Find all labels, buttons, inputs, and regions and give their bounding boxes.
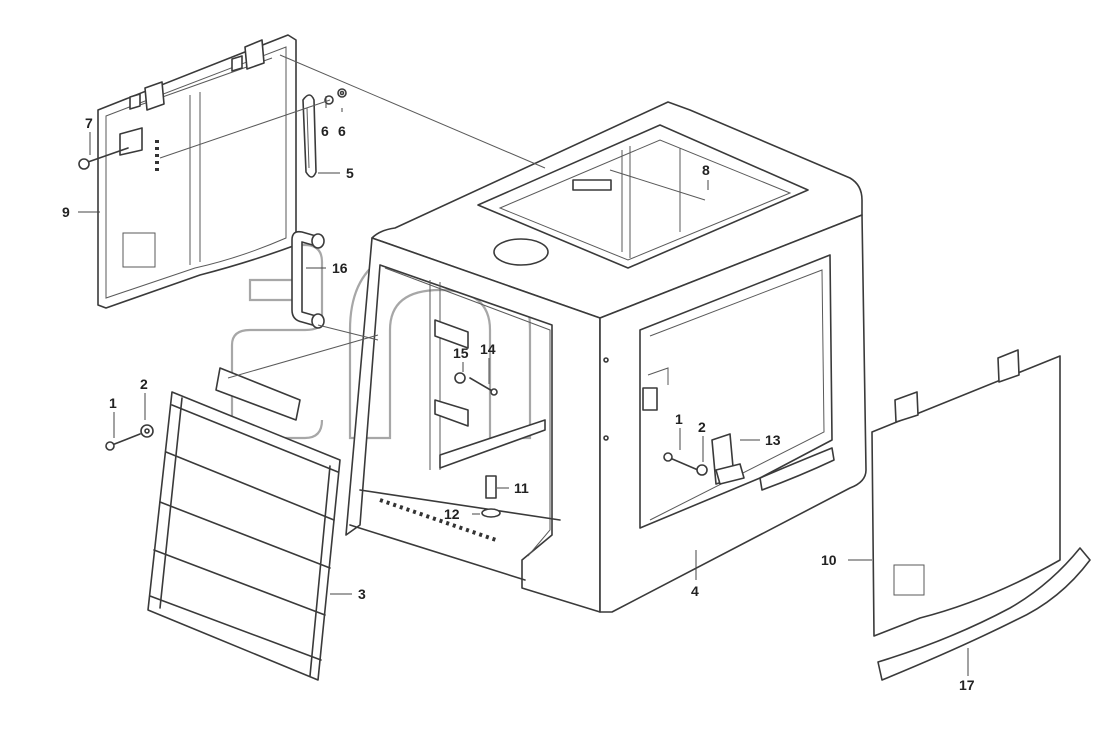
part-5-strap xyxy=(302,88,347,178)
callout-4: 4 xyxy=(691,583,699,599)
callout-11: 11 xyxy=(514,480,529,496)
part-11-12-bolt xyxy=(379,475,501,542)
part-17-strip xyxy=(877,547,1091,681)
callout-12: 12 xyxy=(444,506,460,522)
callout-6-right: 6 xyxy=(338,123,346,139)
callout-labels: 7 9 6 6 5 16 1 2 3 8 11 12 15 14 1 2 13 … xyxy=(62,115,975,693)
callout-17: 17 xyxy=(959,677,975,693)
part-14-15-bolt xyxy=(454,372,498,396)
part-3-grille-door xyxy=(105,367,341,681)
callout-7: 7 xyxy=(85,115,93,131)
callout-3: 3 xyxy=(358,586,366,602)
callout-2-right: 2 xyxy=(698,419,706,435)
callout-9: 9 xyxy=(62,204,70,220)
part-10-right-flap xyxy=(871,349,1061,637)
callout-6-left: 6 xyxy=(321,123,329,139)
callout-10: 10 xyxy=(821,552,837,568)
callout-15: 15 xyxy=(453,345,469,361)
callout-8: 8 xyxy=(702,162,710,178)
callout-1-right: 1 xyxy=(675,411,683,427)
alignment-lines xyxy=(159,54,706,379)
callout-2-left: 2 xyxy=(140,376,148,392)
callout-16: 16 xyxy=(332,260,348,276)
part-9-top-flap xyxy=(78,34,297,309)
callout-1-left: 1 xyxy=(109,395,117,411)
part-16-handle xyxy=(291,230,325,329)
part-13-bracket xyxy=(663,433,745,485)
callout-14: 14 xyxy=(480,341,496,357)
callout-13: 13 xyxy=(765,432,781,448)
callout-5: 5 xyxy=(346,165,354,181)
part-4-cab-frame xyxy=(345,101,867,613)
leader-lines xyxy=(78,96,969,676)
